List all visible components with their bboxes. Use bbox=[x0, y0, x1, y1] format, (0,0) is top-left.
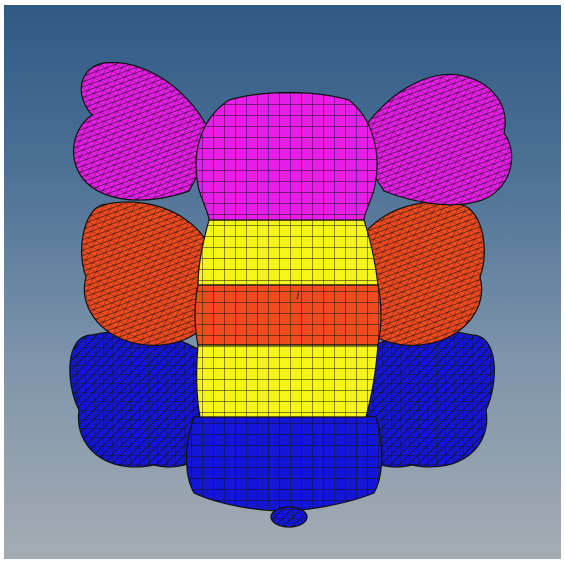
3d-viewport[interactable]: ⅈ bbox=[4, 5, 561, 559]
mag-left-mesh-lines bbox=[73, 62, 214, 201]
orange-left-mesh-lines bbox=[81, 201, 209, 346]
orange-right-mesh-lines bbox=[356, 201, 485, 346]
vertebral-column bbox=[194, 91, 382, 418]
blue-knob-mesh-lines bbox=[271, 507, 307, 527]
disc1-mesh-lines bbox=[198, 220, 378, 285]
middle-vertebra bbox=[81, 201, 485, 346]
node-marker-label: ⅈ bbox=[296, 291, 300, 302]
orange-body-mesh-lines bbox=[195, 285, 381, 345]
spine-mesh-model: ⅈ bbox=[69, 61, 513, 528]
top-vertebra bbox=[73, 61, 513, 206]
mag-right-mesh-lines bbox=[354, 74, 512, 205]
blue-right-mesh-lines bbox=[346, 331, 495, 467]
blue-body-mesh-lines bbox=[186, 413, 382, 511]
bottom-vertebra bbox=[69, 330, 495, 528]
blue-left-mesh-lines bbox=[69, 331, 219, 467]
disc2-mesh-lines bbox=[196, 345, 378, 417]
mag-body-mesh-lines bbox=[196, 92, 377, 220]
